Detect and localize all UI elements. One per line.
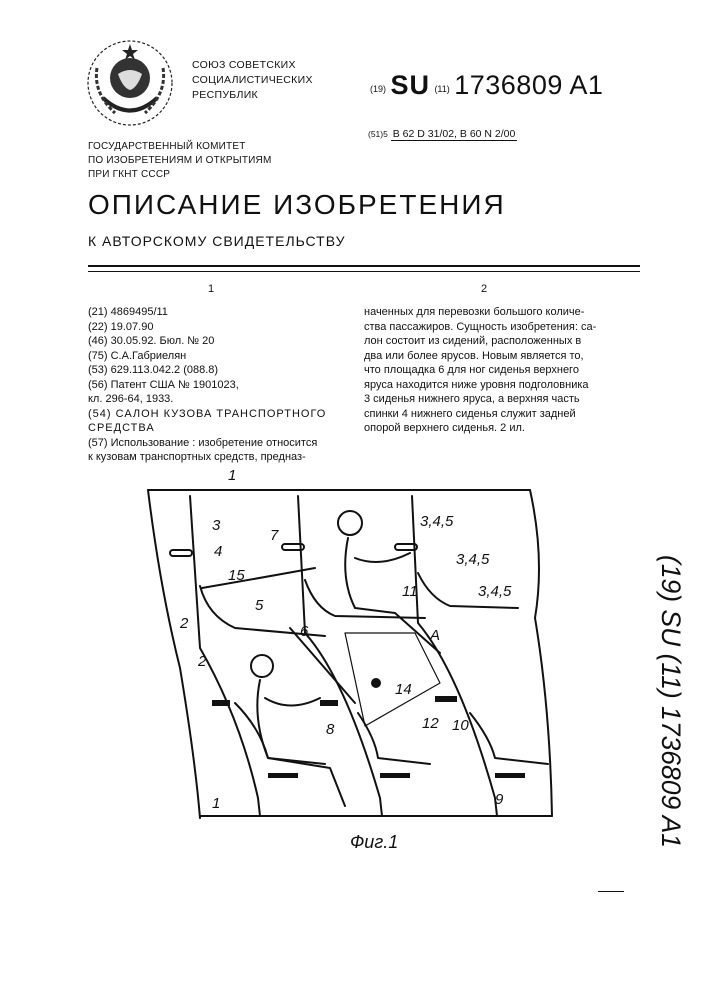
committee-name: ГОСУДАРСТВЕННЫЙ КОМИТЕТ ПО ИЗОБРЕТЕНИЯМ … <box>88 140 272 182</box>
abstract-line: лон состоит из сидений, расположенных в <box>364 334 634 349</box>
footplate <box>268 773 298 778</box>
passenger-head <box>251 655 273 677</box>
document-subtitle: К АВТОРСКОМУ СВИДЕТЕЛЬСТВУ <box>88 233 345 249</box>
biblio-line: (21) 4869495/11 <box>88 305 358 320</box>
lower-seat <box>235 703 325 764</box>
biblio-line: к кузовам транспортных средств, предназ- <box>88 450 358 465</box>
footplate <box>320 700 338 706</box>
divider <box>88 265 640 267</box>
passenger-body <box>257 680 345 806</box>
figure-label: 2 <box>179 615 189 632</box>
passenger-head <box>338 511 362 535</box>
post <box>412 496 497 816</box>
passenger-arm <box>265 698 320 706</box>
abstract-line: 3 сиденья нижнего яруса, а верхняя часть <box>364 392 634 407</box>
figure-label: 14 <box>395 681 412 698</box>
partition <box>345 633 440 726</box>
handle <box>170 550 192 556</box>
passenger-arm <box>355 553 410 562</box>
figure-label: 2 <box>197 653 207 670</box>
divider <box>598 891 624 892</box>
side-patent-number: (19) SU (11) 1736809 A1 <box>648 555 692 850</box>
footplate <box>435 696 457 702</box>
knob <box>372 679 380 687</box>
publication-number: (19) SU (11) 1736809 A1 <box>370 70 603 101</box>
figure-label: 7 <box>270 527 279 544</box>
country-code: SU <box>390 70 430 100</box>
column-number-left: 1 <box>208 283 214 295</box>
biblio-line: (54) САЛОН КУЗОВА ТРАНСПОРТНОГО СРЕДСТВА <box>88 407 358 436</box>
figure-label: 8 <box>326 721 335 738</box>
union-name: СОЮЗ СОВЕТСКИХ СОЦИАЛИСТИЧЕСКИХ РЕСПУБЛИ… <box>192 58 313 103</box>
figure-label: 9 <box>495 791 504 808</box>
figure-label: 3,4,5 <box>478 583 512 600</box>
figure-label: 3,4,5 <box>456 551 490 568</box>
figure-label: A <box>429 627 440 644</box>
figure-label: 4 <box>214 543 222 560</box>
abstract-line: спинки 4 нижнего сиденья служит задней <box>364 407 634 422</box>
figure-1: 1 3 4 15 7 3,4,5 3,4,5 3,4,5 2 5 6 11 A … <box>140 468 560 868</box>
ipc-classification: (51)5 B 62 D 31/02, B 60 N 2/00 <box>368 128 517 140</box>
footplate <box>212 700 230 706</box>
biblio-line: (53) 629.113.042.2 (088.8) <box>88 363 358 378</box>
patent-number: 1736809 A1 <box>454 70 603 100</box>
passenger-body <box>345 538 440 653</box>
document-title: ОПИСАНИЕ ИЗОБРЕТЕНИЯ <box>88 189 506 221</box>
figure-label: 1 <box>212 795 220 812</box>
figure-label: 5 <box>255 597 264 614</box>
figure-label: 10 <box>452 717 469 734</box>
abstract-line: яруса находится ниже уровня подголовника <box>364 378 634 393</box>
biblio-line: (22) 19.07.90 <box>88 320 358 335</box>
figure-label: 12 <box>422 715 439 732</box>
abstract-line: ства пассажиров. Сущность изобретения: с… <box>364 320 634 335</box>
column-number-right: 2 <box>481 283 487 295</box>
biblio-line: кл. 296-64, 1933. <box>88 392 358 407</box>
abstract-text: наченных для перевозки большого количе- … <box>364 305 634 436</box>
footplate <box>380 773 410 778</box>
abstract-line: что площадка 6 для ног сиденья верхнего <box>364 363 634 378</box>
abstract-line: два или более ярусов. Новым является то, <box>364 349 634 364</box>
figure-label: 15 <box>228 567 245 584</box>
footplate <box>495 773 525 778</box>
biblio-line: (75) С.А.Габриелян <box>88 349 358 364</box>
figure-label: 3,4,5 <box>420 513 454 530</box>
side-number-text: (19) SU (11) 1736809 A1 <box>656 555 686 848</box>
cabin-wall-right <box>530 490 552 816</box>
abstract-line: опорой верхнего сиденья. 2 ил. <box>364 421 634 436</box>
abstract-line: наченных для перевозки большого количе- <box>364 305 634 320</box>
post <box>298 496 382 816</box>
lower-seat <box>358 713 430 764</box>
biblio-line: (46) 30.05.92. Бюл. № 20 <box>88 334 358 349</box>
figure-label: 6 <box>300 623 309 640</box>
figure-label: 11 <box>402 583 418 600</box>
biblio-line: (57) Использование : изобретение относит… <box>88 436 358 451</box>
bibliographic-data: (21) 4869495/11 (22) 19.07.90 (46) 30.05… <box>88 305 358 465</box>
biblio-line: (56) Патент США № 1901023, <box>88 378 358 393</box>
figure-caption: Фиг.1 <box>350 832 398 852</box>
divider <box>88 271 640 272</box>
figure-label: 1 <box>228 468 236 484</box>
ussr-emblem <box>85 38 175 128</box>
figure-label: 3 <box>212 517 221 534</box>
handrail <box>202 568 315 588</box>
